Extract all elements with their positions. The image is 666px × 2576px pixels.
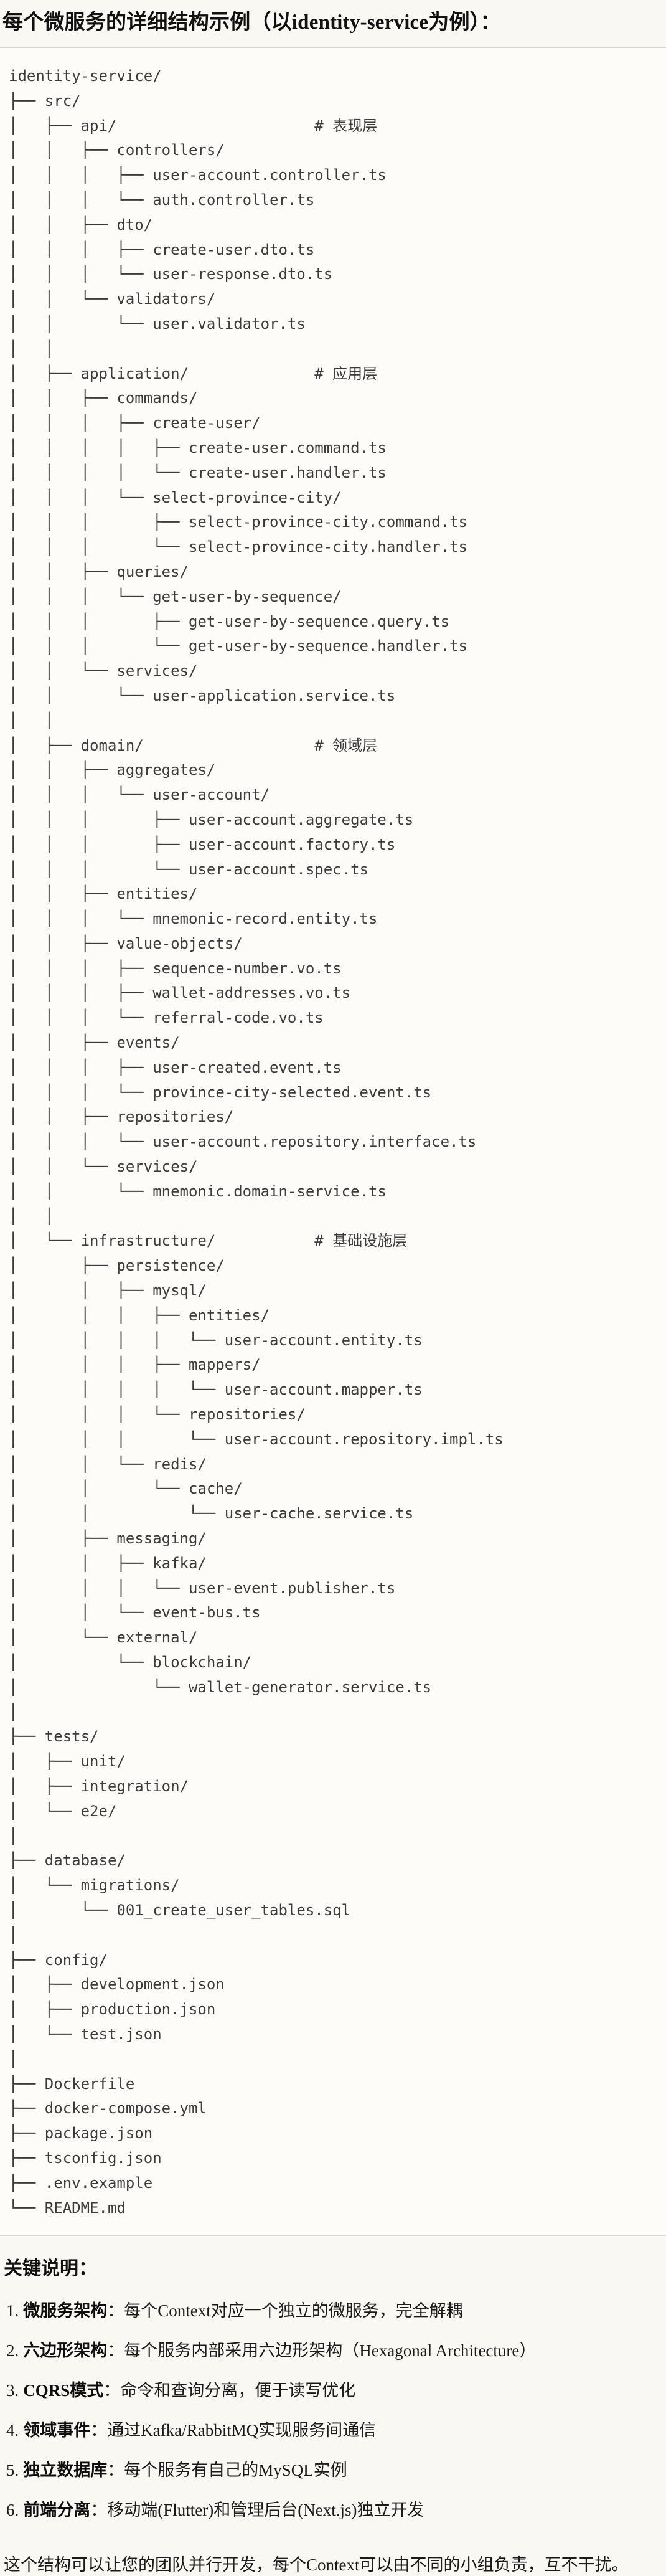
closing-paragraph: 这个结构可以让您的团队并行开发，每个Context可以由不同的小组负责，互不干扰… — [4, 2555, 629, 2575]
note-number: 4. — [6, 2421, 19, 2440]
note-number: 6. — [6, 2501, 19, 2520]
note-description: ：每个Context对应一个独立的微服务，完全解耦 — [107, 2301, 463, 2321]
note-number: 1. — [6, 2301, 19, 2321]
note-item: 6.前端分离：移动端(Flutter)和管理后台(Next.js)独立开发 — [6, 2499, 660, 2521]
note-term: 微服务架构 — [23, 2301, 108, 2321]
page-title: 每个微服务的详细结构示例（以identity-service为例）： — [2, 11, 501, 34]
note-term: 领域事件 — [23, 2421, 91, 2440]
note-term: CQRS模式 — [23, 2381, 104, 2400]
note-term: 前端分离 — [23, 2501, 91, 2520]
note-description: ：通过Kafka/RabbitMQ实现服务间通信 — [90, 2421, 377, 2440]
note-description: ：每个服务有自己的MySQL实例 — [107, 2461, 347, 2480]
key-notes-section: 关键说明： 1.微服务架构：每个Context对应一个独立的微服务，完全解耦 2.… — [0, 2236, 666, 2576]
note-number: 3. — [6, 2381, 19, 2400]
note-item: 4.领域事件：通过Kafka/RabbitMQ实现服务间通信 — [6, 2419, 660, 2441]
note-term: 六边形架构 — [23, 2341, 108, 2361]
note-description: ：命令和查询分离，便于读写优化 — [103, 2381, 356, 2400]
note-description: ：每个服务内部采用六边形架构（Hexagonal Architecture） — [107, 2341, 537, 2361]
note-term: 独立数据库 — [23, 2461, 108, 2480]
directory-tree-block: identity-service/ ├── src/ │ ├── api/ # … — [0, 47, 666, 2237]
note-number: 2. — [6, 2341, 19, 2361]
note-description: ：移动端(Flutter)和管理后台(Next.js)独立开发 — [90, 2501, 424, 2520]
note-item: 2.六边形架构：每个服务内部采用六边形架构（Hexagonal Architec… — [6, 2339, 660, 2362]
directory-tree: identity-service/ ├── src/ │ ├── api/ # … — [9, 67, 504, 2217]
note-item: 1.微服务架构：每个Context对应一个独立的微服务，完全解耦 — [6, 2299, 660, 2322]
note-item: 5.独立数据库：每个服务有自己的MySQL实例 — [6, 2459, 660, 2481]
note-number: 5. — [6, 2461, 19, 2480]
notes-heading: 关键说明： — [4, 2258, 97, 2280]
note-item: 3.CQRS模式：命令和查询分离，便于读写优化 — [6, 2379, 660, 2402]
